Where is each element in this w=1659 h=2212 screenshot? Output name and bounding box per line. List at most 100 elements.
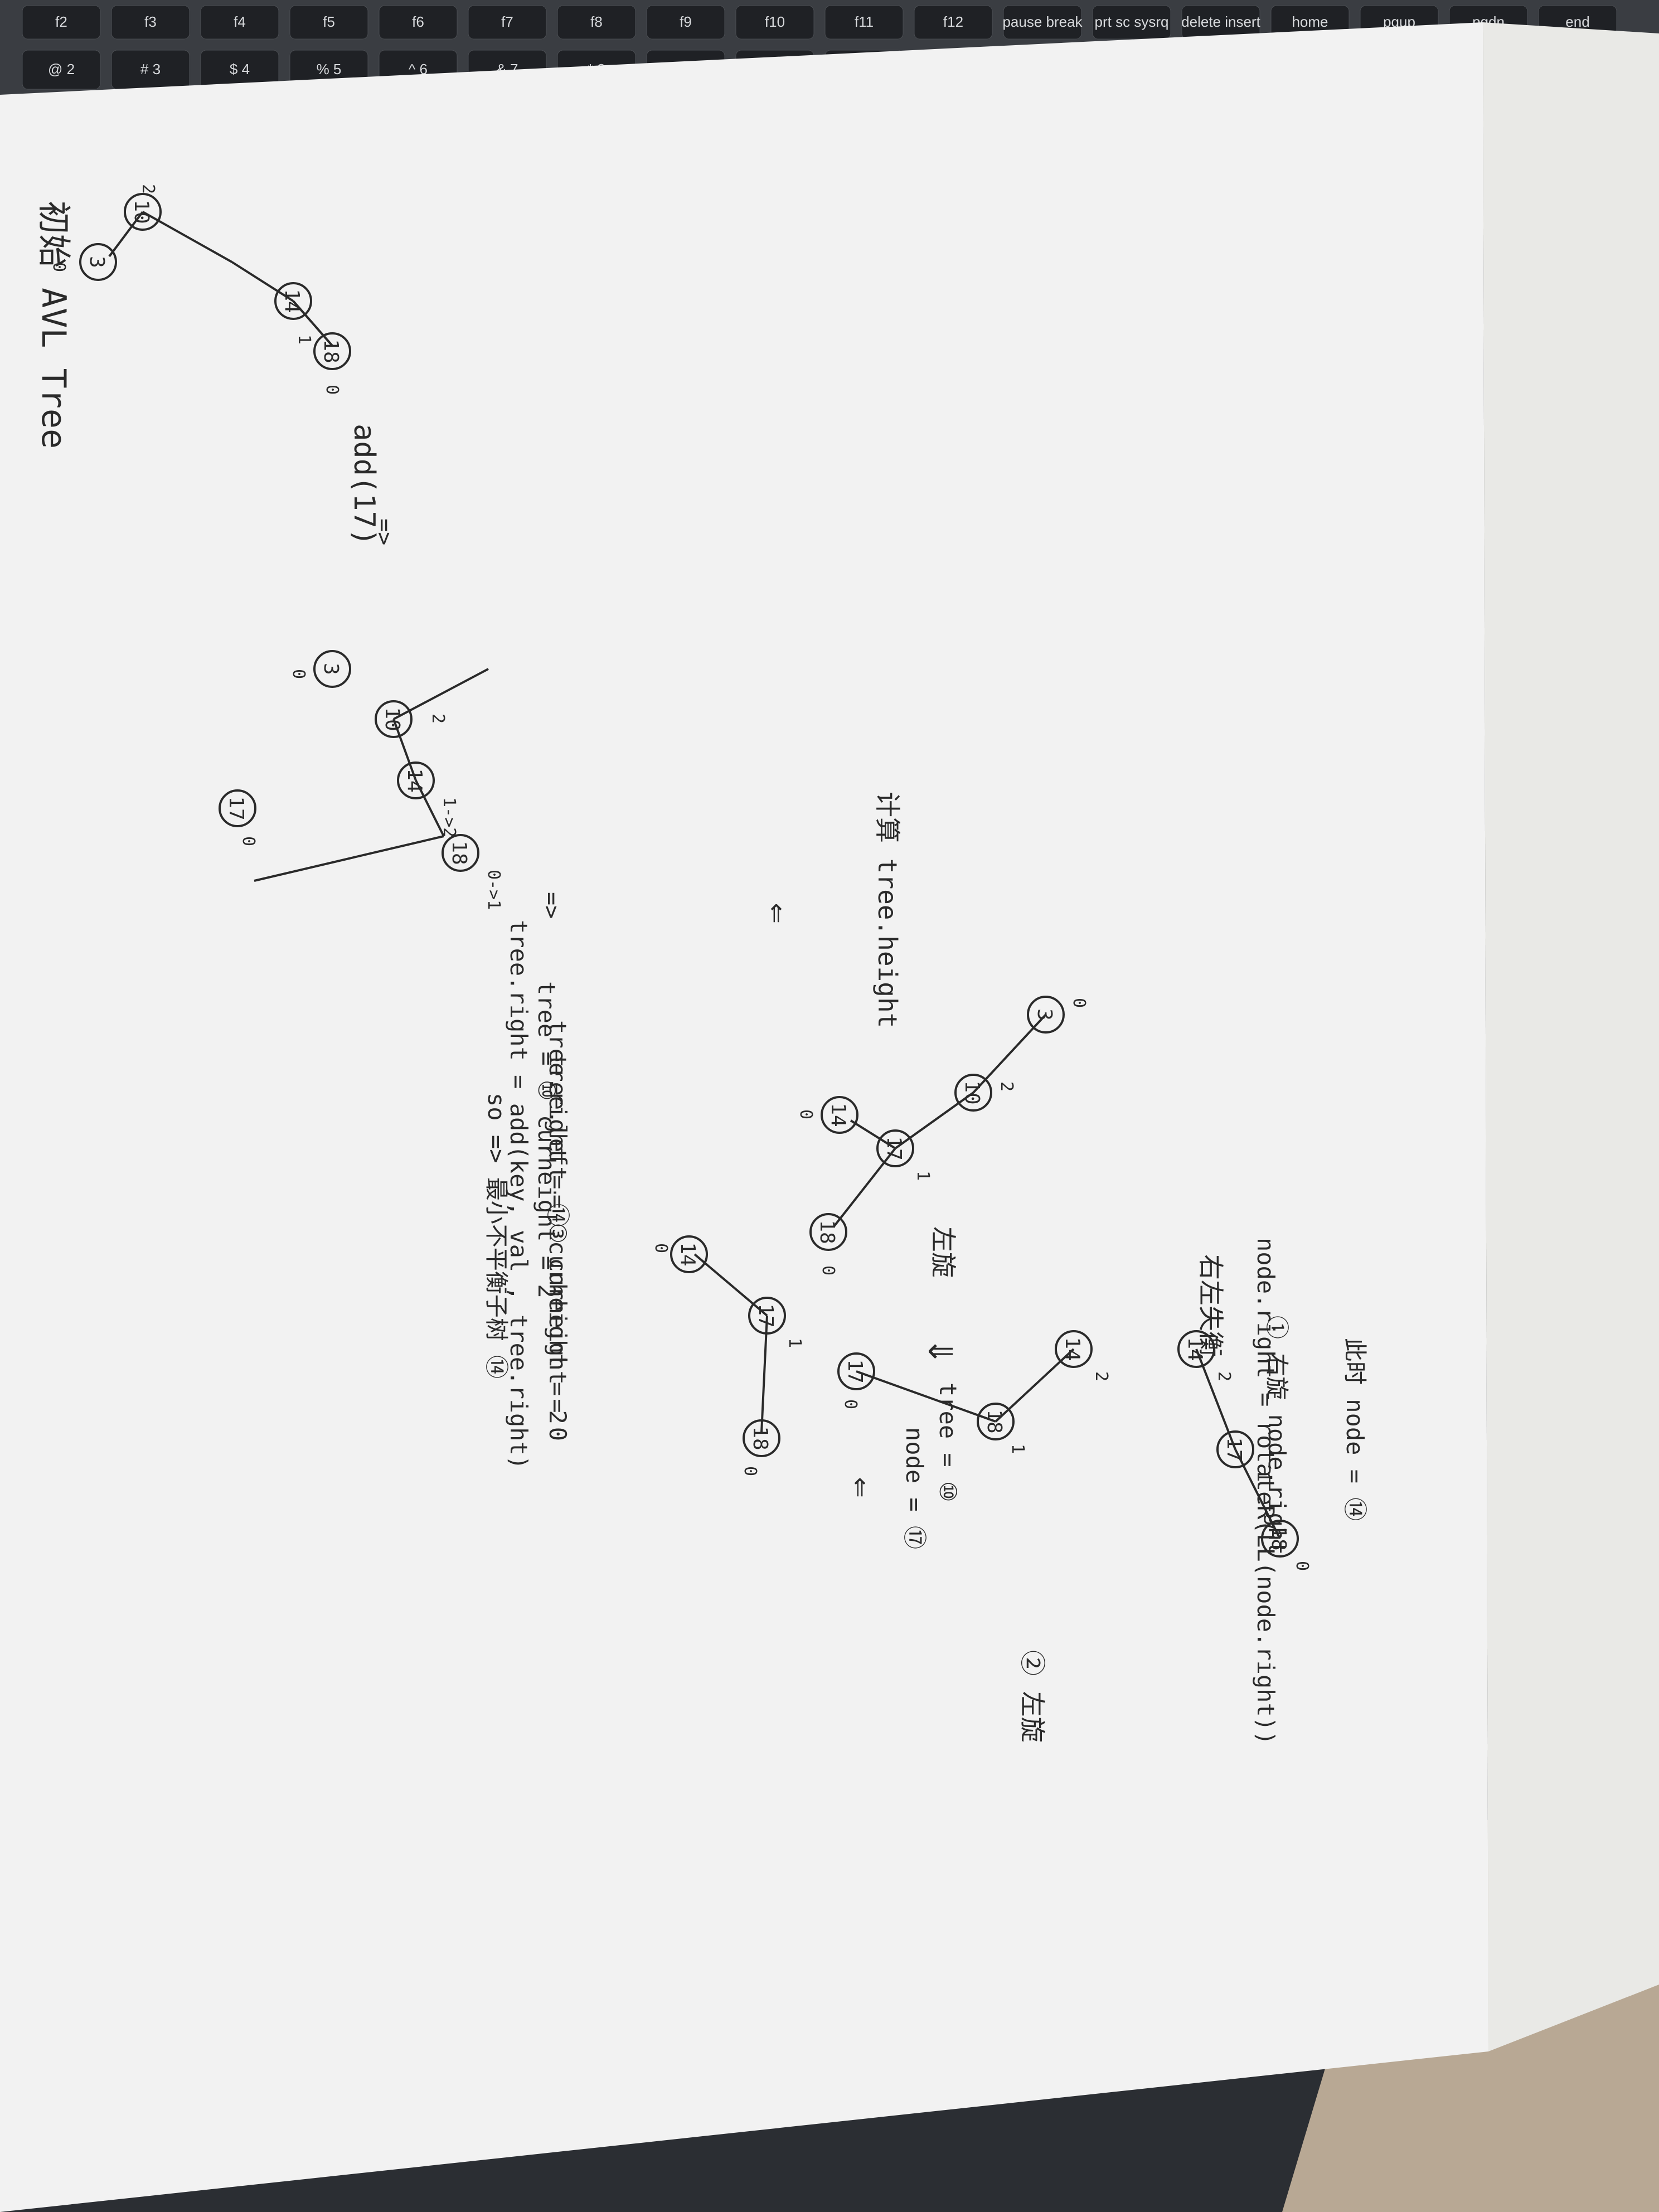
tree-node: 14 bbox=[1177, 1330, 1215, 1368]
tree-node: 17 bbox=[837, 1352, 875, 1390]
left-rotate-label: 左旋 bbox=[928, 1226, 958, 1278]
key-label: f4 bbox=[234, 13, 246, 30]
key-label: prt sc sysrq bbox=[1095, 13, 1169, 30]
svg-text:10: 10 bbox=[961, 1080, 983, 1104]
tree-node: 10 bbox=[124, 193, 162, 231]
height-label: 1 bbox=[785, 1338, 804, 1348]
height-label: 0 bbox=[1292, 1561, 1312, 1571]
tree-node: 14 bbox=[670, 1235, 708, 1273]
recursion-line-1: tree.right = add(key, val , tree.right) bbox=[505, 920, 532, 1469]
height-label: 0 bbox=[796, 1109, 816, 1119]
key-function bbox=[735, 5, 814, 40]
key-label: f5 bbox=[323, 13, 335, 30]
key-function bbox=[824, 5, 904, 40]
handwritten-notes: 初始 AVL Tree 10 3 14 18 2 0 1 0 add(17) =… bbox=[34, 184, 1369, 1745]
rotated-subtree: 17 14 18 1 0 0 bbox=[651, 1235, 804, 1476]
key-number bbox=[22, 50, 101, 90]
notes-title: 初始 AVL Tree bbox=[34, 201, 73, 449]
height-label: 0 bbox=[818, 1265, 838, 1275]
tree-node: 18 bbox=[442, 834, 479, 872]
key-label: # 3 bbox=[140, 61, 161, 77]
balance-label: 0 bbox=[322, 385, 342, 395]
svg-text:18: 18 bbox=[448, 841, 470, 865]
key-function bbox=[111, 5, 190, 40]
tree-node: 3 bbox=[313, 650, 351, 688]
recursion-line-5: so => 最小不平衡子树 ⑭ bbox=[483, 1093, 510, 1379]
tree-node: 18 bbox=[313, 332, 351, 370]
balance-label: 2 bbox=[138, 184, 158, 194]
key-function bbox=[22, 5, 101, 40]
key-label: f10 bbox=[765, 13, 785, 30]
height-label: 2 bbox=[428, 714, 448, 724]
key-label: $ 4 bbox=[230, 61, 250, 77]
height-label: 0 bbox=[841, 1399, 860, 1409]
tree-node: 17 bbox=[876, 1129, 914, 1167]
tree-node: 18 bbox=[1261, 1520, 1299, 1558]
key-function bbox=[1003, 5, 1082, 40]
key-label: f8 bbox=[590, 13, 603, 30]
tree-node: 14 bbox=[821, 1096, 858, 1134]
height-label: 2 bbox=[997, 1081, 1016, 1092]
key-label: end bbox=[1565, 13, 1589, 30]
svg-text:18: 18 bbox=[816, 1220, 838, 1244]
tree-node: 18 bbox=[743, 1419, 780, 1457]
svg-text:14: 14 bbox=[403, 768, 426, 792]
key-function bbox=[646, 5, 725, 40]
balance-label: 0 bbox=[49, 262, 69, 272]
svg-text:10: 10 bbox=[381, 707, 404, 731]
compute-height-label: 计算 tree.height bbox=[872, 792, 903, 1028]
initial-tree: 10 3 14 18 2 0 1 0 bbox=[49, 184, 351, 395]
svg-text:14: 14 bbox=[1061, 1337, 1084, 1361]
height-label: 1->2 bbox=[439, 797, 459, 837]
key-label: delete insert bbox=[1181, 13, 1260, 30]
height-label: 1 bbox=[1253, 1472, 1273, 1482]
final-tree: 10 3 17 14 18 2 0 1 0 0 bbox=[796, 996, 1089, 1275]
compare-note: 此时 node = ⑭ bbox=[1341, 1338, 1369, 1521]
key-label: f3 bbox=[144, 13, 157, 30]
tree-node: 17 bbox=[1216, 1430, 1254, 1468]
arrow-down: ⇓ bbox=[918, 1338, 970, 1365]
key-label: f11 bbox=[855, 13, 874, 30]
key-function bbox=[379, 5, 458, 40]
key-label: pause break bbox=[1002, 13, 1083, 30]
height-label: 0->1 bbox=[484, 870, 503, 910]
tree-node: 18 bbox=[977, 1403, 1015, 1440]
svg-text:18: 18 bbox=[749, 1426, 772, 1450]
step-2: ② 左旋 bbox=[1017, 1650, 1047, 1743]
paper-sheet bbox=[0, 22, 1488, 2212]
key-function bbox=[1092, 5, 1171, 40]
tree-node: 10 bbox=[375, 700, 413, 738]
height-label: 0 bbox=[651, 1243, 671, 1253]
tree-node: 14 bbox=[397, 761, 435, 799]
height-label: 2 bbox=[1092, 1371, 1111, 1381]
tree-eq: tree = ⑩ bbox=[934, 1382, 962, 1502]
mid-tree: 14 17 18 2 1 0 bbox=[1177, 1330, 1312, 1571]
svg-text:17: 17 bbox=[754, 1303, 777, 1327]
recursion-notes: tree.right = add(key, val , tree.right) … bbox=[483, 920, 571, 1469]
key-function bbox=[289, 5, 368, 40]
tree-node: 10 bbox=[954, 1074, 992, 1112]
svg-text:18: 18 bbox=[983, 1409, 1006, 1433]
svg-text:17: 17 bbox=[882, 1136, 905, 1160]
height-label: 0 bbox=[740, 1466, 760, 1476]
key-function bbox=[468, 5, 547, 40]
tree-node: 17 bbox=[748, 1297, 786, 1335]
arrow-left: ⇐ bbox=[759, 903, 798, 923]
arrow-left: ⇐ bbox=[842, 1477, 881, 1497]
height-label: 1 bbox=[1008, 1444, 1027, 1454]
svg-text:17: 17 bbox=[843, 1359, 866, 1383]
height-label: 0 bbox=[1069, 998, 1089, 1008]
key-function bbox=[557, 5, 636, 40]
tree-node: 14 bbox=[1055, 1330, 1093, 1368]
after-add-tree: 10 3 14 18 17 2 0 1->2 0->1 0 bbox=[219, 650, 503, 910]
svg-text:3: 3 bbox=[85, 256, 108, 268]
svg-text:17: 17 bbox=[225, 796, 248, 820]
key-label: f2 bbox=[55, 13, 67, 30]
tree-node: 3 bbox=[79, 243, 117, 281]
key-label: f9 bbox=[680, 13, 692, 30]
arrow-right: => bbox=[371, 518, 397, 545]
svg-text:14: 14 bbox=[1183, 1337, 1206, 1361]
svg-text:18: 18 bbox=[1267, 1526, 1290, 1550]
height-label: 1 bbox=[913, 1171, 933, 1181]
